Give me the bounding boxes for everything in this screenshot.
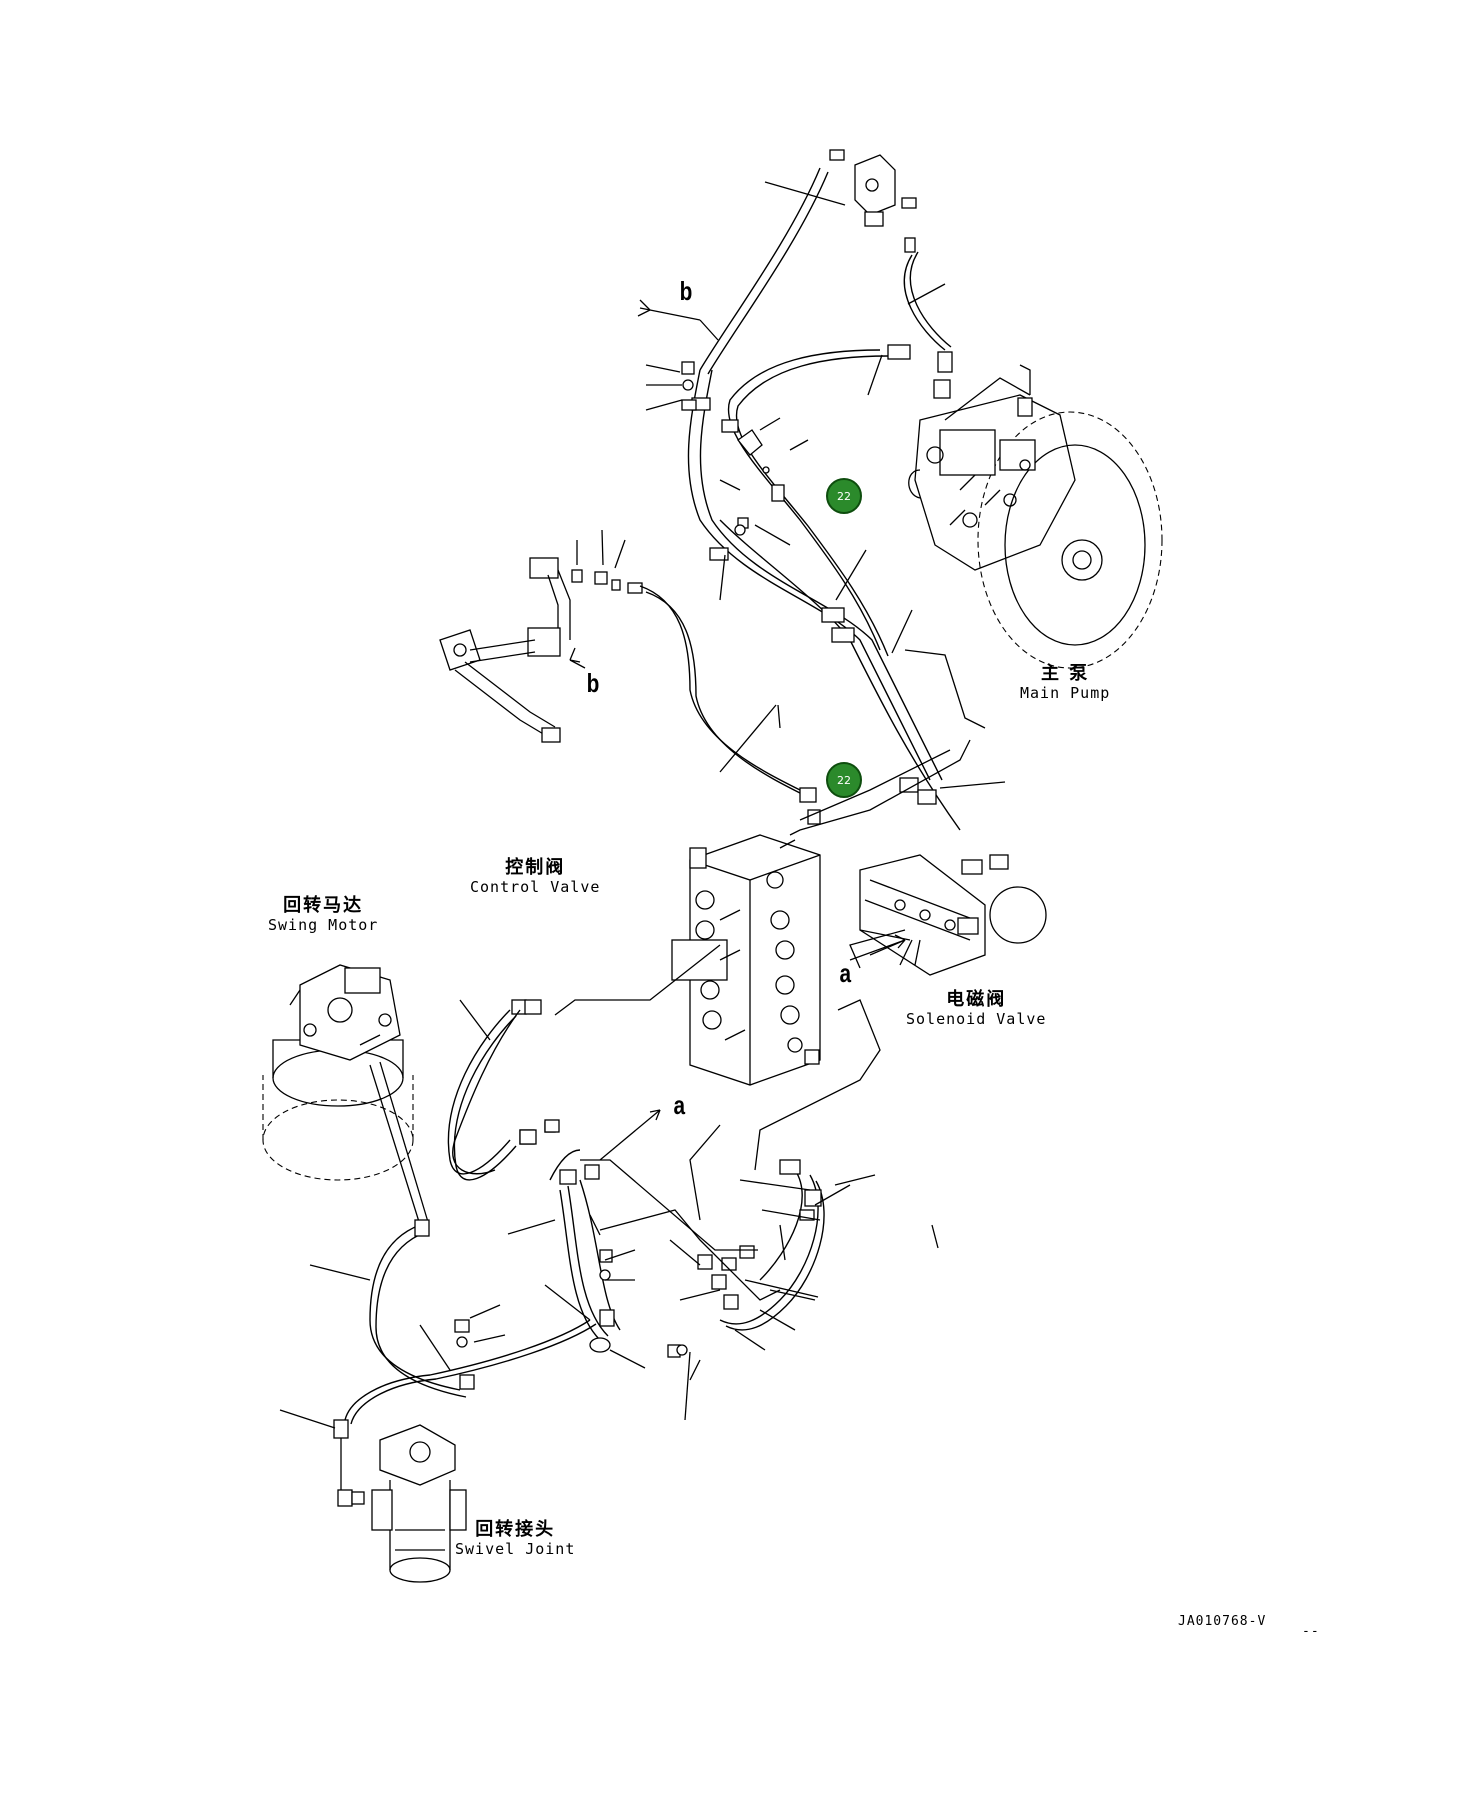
control-valve-label-en: Control Valve bbox=[470, 877, 601, 896]
callout-marker-2[interactable]: 22 bbox=[826, 762, 862, 798]
main-pump-label-en: Main Pump bbox=[1020, 683, 1111, 702]
view-marker-a-lower: a bbox=[673, 1090, 686, 1120]
view-marker-a-solenoid: a bbox=[839, 958, 852, 988]
solenoid-valve-label-cn: 电磁阀 bbox=[946, 989, 1007, 1010]
control-valve-label-cn: 控制阀 bbox=[505, 857, 566, 878]
swivel-joint-label: 回转接头 Swivel Joint bbox=[455, 1519, 576, 1558]
swing-motor-label-cn: 回转马达 bbox=[283, 895, 364, 916]
solenoid-valve-drawing bbox=[859, 854, 1047, 976]
solenoid-valve-label-en: Solenoid Valve bbox=[906, 1009, 1047, 1028]
swing-motor-drawing bbox=[262, 964, 414, 1181]
main-pump-label: 主 泵 Main Pump bbox=[1020, 663, 1111, 702]
main-pump-drawing bbox=[908, 364, 1163, 669]
control-valve-drawing bbox=[671, 834, 821, 1086]
view-marker-b-pipe: b bbox=[586, 668, 600, 698]
view-marker-b-top: b bbox=[679, 276, 693, 306]
solenoid-valve-label: 电磁阀 Solenoid Valve bbox=[906, 989, 1047, 1028]
main-pump-label-cn: 主 泵 bbox=[1041, 663, 1090, 684]
callout-marker-1[interactable]: 22 bbox=[826, 478, 862, 514]
swing-motor-label-en: Swing Motor bbox=[268, 915, 379, 934]
swivel-joint-label-cn: 回转接头 bbox=[475, 1519, 556, 1540]
swivel-joint-label-en: Swivel Joint bbox=[455, 1539, 576, 1558]
pilot-pipe-drawing bbox=[439, 557, 571, 743]
drawing-code: JA010768-V bbox=[1178, 1614, 1267, 1629]
swivel-joint-drawing bbox=[371, 1424, 467, 1583]
control-valve-label: 控制阀 Control Valve bbox=[470, 857, 601, 896]
stray-mark: -- bbox=[1302, 1624, 1320, 1639]
swing-motor-label: 回转马达 Swing Motor bbox=[268, 895, 379, 934]
filter-block-drawing bbox=[829, 149, 917, 253]
